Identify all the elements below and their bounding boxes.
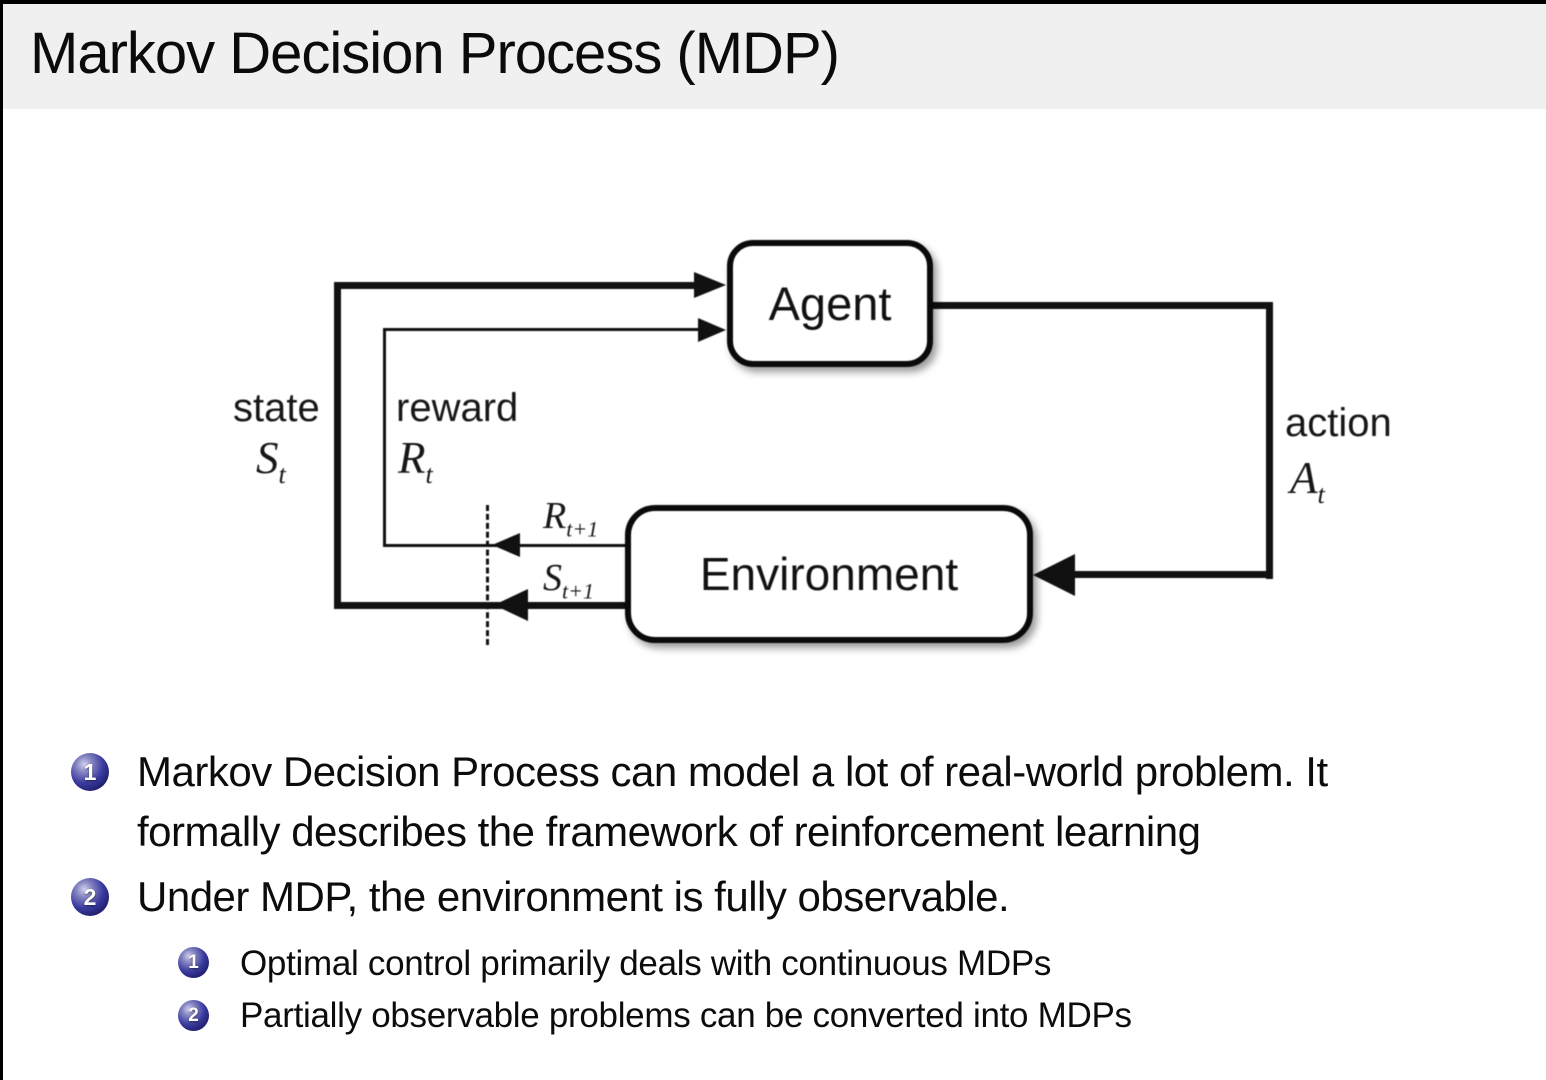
state-line-bottom: [334, 602, 628, 609]
state-line-vertical: [334, 282, 341, 609]
environment-node-label: Environment: [699, 548, 959, 600]
agent-node-label: Agent: [768, 277, 892, 330]
action-line-top: [933, 302, 1273, 309]
bullet-ball-2: 2: [71, 878, 109, 916]
next-state-arrowhead-icon: [494, 589, 528, 621]
action-to-environment-arrowhead-icon: [1033, 554, 1075, 596]
reward-line-vertical: [383, 328, 386, 547]
state-symbol: St: [256, 433, 286, 489]
state-line-top: [334, 282, 696, 289]
sub-bullet-text-1: Optimal control primarily deals with con…: [240, 944, 1052, 983]
sub-bullet-ball-2: 2: [178, 1000, 209, 1031]
reward-symbol: Rt: [398, 433, 433, 489]
sub-bullet-ball-1: 1: [178, 947, 209, 978]
agent-environment-diagram: Agent Environment state St reward Rt act…: [233, 240, 1392, 645]
slide-left-border: [0, 0, 3, 1080]
slide-header: Markov Decision Process (MDP): [0, 0, 1546, 109]
state-to-agent-arrowhead-icon: [694, 272, 726, 298]
next-state-symbol: St+1: [543, 557, 595, 604]
agent-node: Agent: [727, 240, 933, 367]
time-boundary-dashed-line: [486, 505, 489, 645]
bullet-text-2: Under MDP, the environment is fully obse…: [137, 873, 1010, 920]
reward-label: reward: [396, 386, 519, 430]
bullet-text-1: Markov Decision Process can model a lot …: [137, 748, 1328, 855]
bullet-ball-1: 1: [71, 753, 109, 791]
slide-title: Markov Decision Process (MDP): [30, 21, 840, 86]
sub-bullet-text-2: Partially observable problems can be con…: [240, 996, 1132, 1035]
next-reward-symbol: Rt+1: [543, 495, 599, 542]
next-reward-arrowhead-icon: [492, 533, 520, 557]
reward-line-top: [383, 328, 698, 331]
state-label: state: [233, 386, 320, 430]
action-label: action: [1285, 401, 1392, 445]
environment-node: Environment: [625, 505, 1033, 643]
action-symbol: At: [1290, 453, 1325, 509]
reward-to-agent-arrowhead-icon: [698, 318, 726, 342]
action-line-vertical: [1266, 302, 1273, 579]
slide-top-border: [0, 0, 1546, 4]
action-line-bottom: [1075, 571, 1273, 578]
